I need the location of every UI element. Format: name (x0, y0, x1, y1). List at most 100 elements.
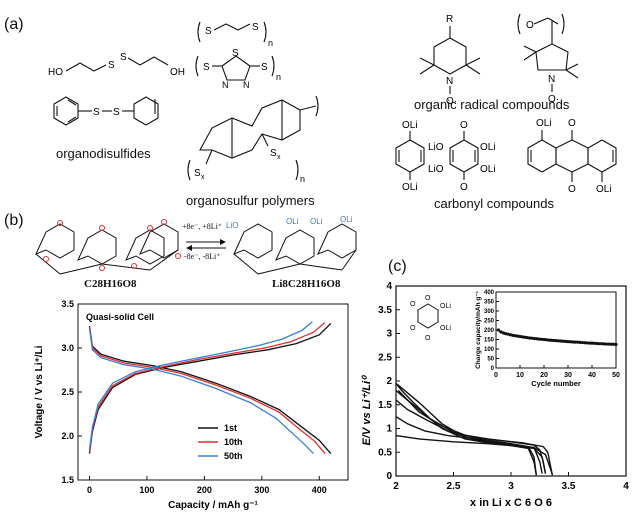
inset-data-point (540, 337, 544, 341)
inset-data-point (564, 339, 568, 343)
x-tick-label: 300 (254, 485, 269, 495)
x-tick-label: 3 (508, 481, 514, 492)
inset-x-tick-label: 0 (494, 372, 498, 379)
atom-O-radical2: O· (548, 94, 559, 105)
inset-data-point (513, 334, 517, 338)
inset-data-point (506, 332, 510, 336)
inset-x-tick-label: 50 (612, 372, 620, 379)
legend-label-10th: 10th (224, 437, 243, 447)
atom-LiO2: LiO (428, 164, 444, 175)
y-tick-label: 1 (386, 424, 392, 435)
caption-organosulfur-polymers: organosulfur polymers (186, 193, 315, 208)
inset-data-point (595, 341, 599, 346)
arrow-reverse-label: -8e⁻, -8Li⁺ (184, 252, 221, 261)
inset-data-point (588, 341, 592, 345)
inset-data-point (499, 330, 503, 334)
inset-data-point (518, 334, 522, 339)
y-tick-label: 1.5 (378, 400, 392, 411)
svg-text:LiO: LiO (226, 221, 238, 230)
atom-O-aq1: O (568, 118, 576, 129)
y-axis-label: E/V vs Li⁺/Li⁰ (361, 374, 373, 445)
x-tick-label: 400 (312, 485, 327, 495)
inset-data-point (592, 341, 596, 345)
y-tick-label: 0 (386, 471, 392, 482)
inset-data-point (496, 328, 500, 332)
atom-S9: S (261, 62, 268, 73)
inset-data-point (508, 333, 512, 337)
disulfide-ethanol-structure: HO S S OH (48, 52, 185, 78)
x-tick-label: 4 (623, 481, 629, 492)
plot-frame (77, 303, 349, 481)
arrow-forward-label: +8e⁻, +8Li⁺ (182, 222, 223, 231)
y-tick-label: 2.5 (378, 352, 392, 363)
atom-Sx1: S (270, 148, 277, 159)
atom-LiO1: LiO (428, 142, 444, 153)
chart-title: Quasi-solid Cell (86, 312, 154, 322)
panel-c-label: (c) (388, 258, 407, 275)
atom-N2: N (243, 80, 250, 90)
atom-label-5: OLi (440, 325, 451, 332)
x-axis-label: Capacity / mAh g⁻¹ (168, 500, 258, 511)
atom-OLi-bottom: OLi (402, 182, 418, 193)
x-tick-label: 2.5 (447, 481, 461, 492)
inset-data-point (520, 335, 524, 339)
atom-O-aq2: O (568, 184, 576, 195)
inset-data-point (561, 339, 565, 343)
inset-data-point (583, 341, 587, 345)
y-tick-label: 3.5 (61, 299, 74, 309)
inset-data-point (566, 339, 570, 344)
inset-data-point (552, 338, 556, 343)
legend-label-50th: 50th (224, 451, 243, 461)
inset-data-point (590, 341, 594, 345)
polymer-sulfurized-dicyclopentadiene-structure: S x S x n (187, 95, 319, 184)
inset-y-axis-label: Charge capacity/mAh g⁻¹ (475, 291, 482, 369)
atom-N-tempo: N (446, 76, 453, 87)
inset-data-point (614, 342, 618, 347)
panel-b-label: (b) (4, 212, 24, 229)
inset-data-point (580, 340, 584, 345)
inset-x-tick-label: 20 (540, 372, 548, 379)
atom-O-c1: O (460, 120, 468, 131)
y-tick-label: 4 (386, 281, 392, 292)
atom-S3: S (93, 107, 100, 118)
potential-curve-3 (395, 399, 543, 474)
diphenyl-disulfide-structure: S S (53, 96, 159, 126)
tetralithium-quinone-structure: O LiO OLi LiO OLi O (428, 120, 496, 193)
inset-data-point (532, 336, 536, 341)
atom-Sx2: S (194, 168, 201, 179)
inset-data-point (609, 342, 613, 346)
panel-a-structures: HO S S OH S S S S n S S N N S (48, 13, 617, 195)
product-lithiated-calixarene: LiO OLi OLi OLi (226, 215, 357, 275)
atom-label-3: O (425, 295, 431, 302)
caption-organodisulfides: organodisulfides (56, 146, 151, 161)
subscript-x1: x (277, 154, 281, 161)
inset-data-point (573, 340, 577, 344)
y-tick-label: 2.5 (61, 387, 74, 397)
inset-data-point (535, 337, 539, 341)
inset-data-point (559, 339, 563, 343)
inset-data-point (549, 338, 553, 342)
inset-y-tick-label: 250 (484, 319, 495, 325)
atom-OH: OH (170, 67, 185, 78)
polymer-ethylenedithio-structure: S S n (197, 21, 273, 48)
inset-x-tick-label: 40 (588, 372, 596, 379)
atom-O-radical1: O· (446, 96, 457, 107)
atom-S7: S (203, 62, 210, 73)
y-axis-label: Voltage / V vs Li⁺/Li (34, 345, 45, 438)
series-50th-discharge-line (88, 328, 314, 455)
product-formula: Li8C28H16O8 (272, 278, 341, 290)
inset-y-tick-label: 300 (484, 309, 495, 315)
panel-b-reaction-scheme: LiO OLi OLi OLi (35, 215, 357, 275)
ring (417, 303, 439, 329)
inset-y-tick-label: 200 (484, 328, 495, 334)
atom-S5: S (205, 26, 212, 37)
atom-label-1: O (410, 301, 416, 308)
inset-data-point (528, 336, 532, 340)
inset-frame (495, 291, 617, 369)
inset-data-point (600, 342, 604, 346)
series-10th-discharge-line (88, 326, 326, 455)
caption-organic-radical-compounds: organic radical compounds (414, 97, 570, 112)
atom-HO: HO (48, 67, 63, 78)
inset-data-point (554, 339, 558, 343)
